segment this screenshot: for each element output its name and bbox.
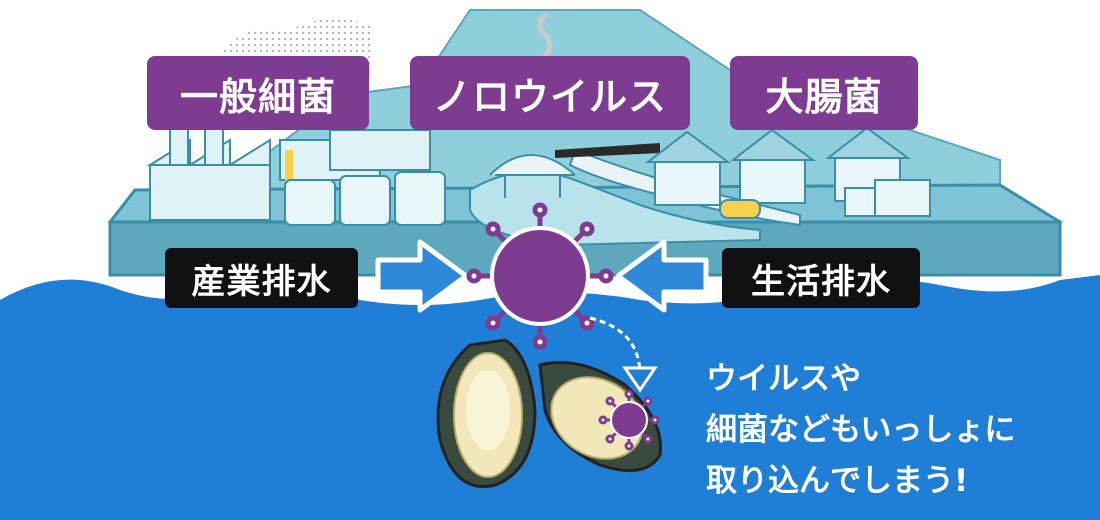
note-line-3: 取り込んでしまう!: [706, 463, 969, 499]
arrow-industrial: [375, 239, 469, 313]
virus-icon: [466, 202, 614, 350]
note-text: ウイルスや 細菌などもいっしょに 取り込んでしまう!: [706, 354, 1015, 507]
note-line-1: ウイルスや: [706, 361, 861, 397]
note-line-2: 細菌などもいっしょに: [706, 412, 1016, 448]
car: [719, 199, 761, 219]
truck: [844, 179, 931, 217]
factory: [146, 109, 431, 221]
label-industrial-wastewater: 産業排水: [165, 248, 358, 308]
oyster-left: [436, 338, 537, 488]
train: [555, 143, 660, 158]
label-ecoli: 大腸菌: [730, 56, 918, 130]
label-bacteria: 一般細菌: [147, 56, 369, 130]
arrow-domestic: [615, 239, 709, 313]
flow-arrow: [589, 316, 642, 376]
houses: [645, 126, 912, 206]
virus-small-icon: [598, 389, 660, 451]
storage-tanks: [284, 171, 446, 226]
bridge: [489, 154, 576, 198]
label-norovirus: ノロウイルス: [410, 56, 690, 130]
label-domestic-wastewater: 生活排水: [722, 248, 920, 308]
